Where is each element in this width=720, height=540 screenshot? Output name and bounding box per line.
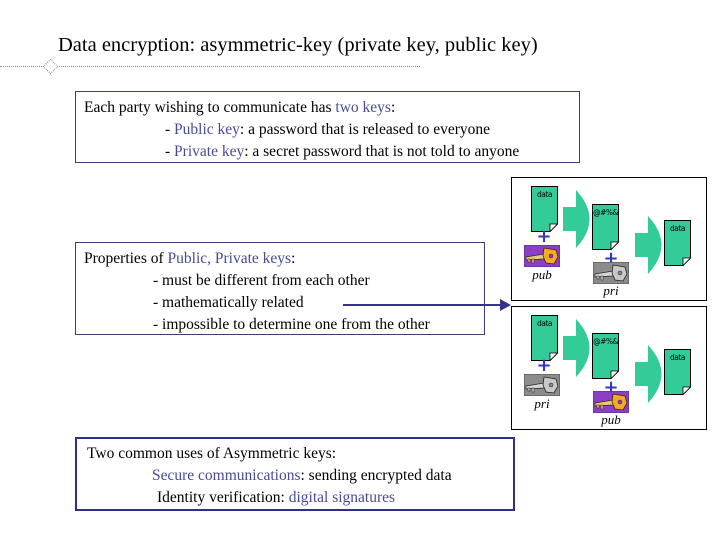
- property-item: - must be different from each other: [153, 272, 370, 289]
- properties-box: Properties of Public, Private keys: - mu…: [75, 242, 485, 335]
- public-key-label: pub: [601, 412, 621, 427]
- digital-signatures-term: digital signatures: [288, 489, 396, 506]
- decrypted-data-document-icon: data: [664, 349, 691, 395]
- encrypt-arrow-icon: [563, 319, 590, 377]
- secure-communications-term: Secure communications: [152, 467, 301, 484]
- private-key-term: Private key: [174, 143, 245, 160]
- secure-communications-line: Secure communications: sending encrypted…: [87, 465, 503, 487]
- plus-sign: +: [536, 226, 552, 247]
- two-keys-intro-highlight: two keys: [335, 99, 391, 116]
- identity-verification-line: Identity verification: digital signature…: [87, 487, 503, 509]
- public-key-icon: [592, 390, 630, 414]
- plus-sign: +: [536, 355, 552, 376]
- two-keys-intro: Each party wishing to communicate has tw…: [84, 97, 571, 119]
- plain-data-document-icon: data: [531, 315, 558, 361]
- uses-box: Two common uses of Asymmetric keys: Secu…: [75, 437, 515, 511]
- two-keys-intro-plain: Each party wishing to communicate has: [84, 99, 336, 116]
- properties-title: Properties of Public, Private keys:: [84, 248, 476, 270]
- identity-verification-plain: Identity verification:: [157, 489, 289, 506]
- uses-title: Two common uses of Asymmetric keys:: [87, 445, 337, 462]
- dash: -: [165, 121, 175, 138]
- encrypt-arrow-icon: [563, 190, 590, 248]
- two-keys-box: Each party wishing to communicate has tw…: [75, 91, 580, 163]
- property-item: - impossible to determine one from the o…: [153, 316, 430, 333]
- decrypt-arrow-icon: [635, 216, 662, 274]
- public-key-definition: : a password that is released to everyon…: [239, 121, 490, 138]
- document-label: @#%&: [593, 337, 618, 346]
- title-divider: [0, 66, 420, 67]
- public-key-line: - Public key: a password that is release…: [84, 119, 571, 141]
- private-key-line: - Private key: a secret password that is…: [84, 141, 571, 163]
- related-connector-arrow-icon: [343, 299, 511, 311]
- encrypt-private-diagram: data + pri @#%& +: [511, 306, 707, 430]
- document-label: data: [537, 319, 552, 328]
- decrypted-data-document-icon: data: [664, 220, 691, 266]
- encrypt-public-diagram: data + pub @#%& +: [511, 177, 707, 301]
- private-key-definition: : a secret password that is not told to …: [244, 143, 520, 160]
- decrypt-arrow-icon: [635, 345, 662, 403]
- properties-title-colon: :: [291, 250, 296, 267]
- secure-communications-rest: : sending encrypted data: [300, 467, 452, 484]
- scrambled-data-document-icon: @#%&: [592, 333, 619, 379]
- document-label: data: [670, 353, 685, 362]
- document-label: @#%&: [593, 208, 618, 217]
- public-key-icon: [523, 244, 561, 268]
- plain-data-document-icon: data: [531, 186, 558, 232]
- private-key-label: pri: [534, 396, 550, 411]
- properties-title-plain: Properties of: [84, 250, 168, 267]
- page-title: Data encryption: asymmetric-key (private…: [58, 34, 538, 56]
- private-key-icon: [523, 373, 561, 397]
- public-key-term: Public key: [174, 121, 240, 138]
- private-key-icon: [592, 261, 630, 285]
- private-key-label: pri: [603, 283, 619, 298]
- properties-title-highlight: Public, Private keys: [167, 250, 292, 267]
- dash: -: [165, 143, 175, 160]
- document-label: data: [670, 224, 685, 233]
- divider-ornament-icon: [42, 58, 59, 75]
- document-label: data: [537, 190, 552, 199]
- public-key-label: pub: [532, 267, 552, 282]
- property-item: - mathematically related: [153, 294, 304, 311]
- scrambled-data-document-icon: @#%&: [592, 204, 619, 250]
- two-keys-intro-colon: :: [390, 99, 396, 116]
